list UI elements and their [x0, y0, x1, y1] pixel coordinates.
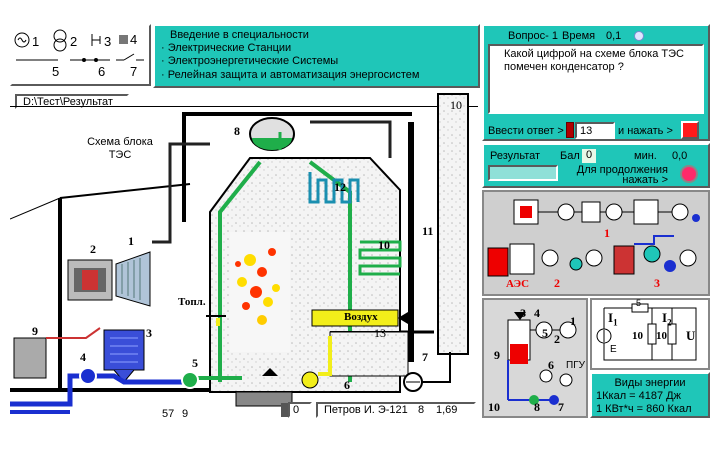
result-label: Результат — [490, 150, 541, 162]
scheme-num-2: 2 — [90, 242, 96, 256]
legend-2: 2 — [70, 34, 78, 49]
circuit-drawing — [596, 303, 697, 361]
thumb-tes-num: 1 — [604, 226, 610, 240]
specialty-menu: Введение в специальности · Электрические… — [153, 24, 480, 88]
thumb-3-num: 3 — [654, 276, 660, 290]
scheme-num-10: 10 — [378, 238, 390, 252]
pgu-num-1: 1 — [570, 314, 576, 328]
energy-title: Виды энергии — [614, 377, 686, 389]
scheme-num-9: 9 — [32, 324, 38, 338]
energy-line-1: 1Ккал = 4187 Дж — [596, 390, 681, 402]
scheme-num-5: 5 — [192, 356, 198, 370]
plant-types-drawing — [487, 199, 700, 277]
submit-answer-button[interactable] — [681, 121, 699, 139]
air-label: Воздух — [344, 311, 378, 323]
pgu-num-3: 3 — [520, 306, 526, 320]
scheme-num-10-chimney: 10 — [450, 98, 462, 112]
legend-symbols — [14, 29, 144, 62]
circuit-r10b: 10 — [656, 330, 667, 342]
pgu-num-6: 6 — [548, 358, 554, 372]
answer-spinner[interactable] — [566, 122, 574, 138]
min-label: мин. — [634, 150, 657, 162]
pgu-num-7: 7 — [558, 400, 564, 414]
scheme-num-4: 4 — [80, 350, 86, 364]
scheme-num-12: 12 — [334, 180, 346, 194]
legend-6: 6 — [98, 64, 106, 79]
tes-scheme-drawing — [9, 93, 478, 414]
answer-input[interactable]: 13 — [575, 122, 615, 139]
circuit-r10a: 10 — [632, 330, 643, 342]
scheme-num-6: 6 — [344, 378, 350, 392]
scheme-num-11: 11 — [422, 224, 434, 238]
legend-3: 3 — [104, 34, 112, 49]
time-label: Время — [562, 30, 596, 42]
scheme-num-3: 3 — [146, 326, 152, 340]
path-field: D:\Тест\Результат — [15, 94, 129, 109]
timer-icon — [634, 31, 644, 41]
fuel-label: Топл. — [178, 296, 206, 308]
result-progress-bar — [488, 165, 558, 181]
pgu-num-5: 5 — [542, 326, 548, 340]
legend-1: 1 — [32, 34, 40, 49]
min-value: 0,0 — [672, 150, 688, 162]
scheme-num-13: 13 — [374, 326, 386, 340]
menu-item-relay[interactable]: · Релейная защита и автоматизация энерго… — [161, 69, 420, 81]
score-label: Бал — [560, 150, 580, 162]
energy-panel[interactable]: Виды энергии 1Ккал = 4187 Дж 1 КВт*ч = 8… — [590, 372, 710, 418]
quiz-panel: Вопрос- 1 Время 0,1 Какой цифрой на схем… — [482, 24, 710, 141]
bottom-spinner-arrows[interactable] — [281, 403, 288, 417]
scheme-num-7: 7 — [422, 350, 428, 364]
legend-panel: 1 2 3 4 5 6 7 — [10, 24, 151, 86]
tes-scheme: Схема блока ТЭС Топл. Воздух 1 2 3 4 5 6… — [9, 92, 478, 427]
answer-label: Ввести ответ > — [488, 125, 564, 137]
pgu-panel[interactable]: 1 2 3 4 5 6 7 8 9 10 ПГУ — [482, 298, 588, 418]
bottom-left-counter-2: 9 — [182, 408, 189, 420]
question-box: Какой цифрой на схеме блока ТЭС помечен … — [488, 44, 704, 114]
circuit-r5: 5 — [636, 298, 642, 308]
circuit-e: E — [610, 344, 617, 355]
bottom-spinner-input[interactable]: 0 — [288, 402, 312, 418]
menu-item-systems[interactable]: · Электроэнергетические Системы — [161, 55, 339, 67]
legend-4: 4 — [130, 32, 138, 47]
score-value: 0 — [582, 149, 596, 163]
circuit-u: U — [686, 328, 696, 343]
result-panel: Результат Бал 0 мин. 0,0 Для продолжения… — [482, 143, 710, 188]
bottom-left-counter: 57 — [162, 408, 175, 420]
scheme-num-8: 8 — [234, 124, 240, 138]
pgu-drawing — [507, 312, 577, 405]
pgu-num-4: 4 — [534, 306, 540, 320]
pgu-num-9: 9 — [494, 348, 500, 362]
question-text: Какой цифрой на схеме блока ТЭС помечен … — [504, 48, 684, 73]
circuit-i2: I2 — [662, 310, 672, 328]
pgu-num-2: 2 — [554, 332, 560, 346]
pgu-num-10: 10 — [488, 400, 500, 414]
press-label: и нажать > — [618, 125, 673, 137]
legend-7: 7 — [130, 64, 138, 79]
continue-label: Для продолжения нажать > — [576, 164, 668, 186]
plant-types-panel[interactable]: 1 АЭС 2 3 — [482, 190, 710, 296]
menu-title: Введение в специальности — [170, 29, 309, 41]
pgu-num-8: 8 — [534, 400, 540, 414]
legend-5: 5 — [52, 64, 60, 79]
circuit-panel[interactable]: I1 I2 5 10 10 E U — [590, 298, 710, 370]
continue-button[interactable] — [680, 165, 698, 183]
scheme-num-1: 1 — [128, 234, 134, 248]
time-value: 0,1 — [606, 30, 622, 42]
question-label: Вопрос- 1 — [508, 30, 558, 42]
energy-line-2: 1 КВт*ч = 860 Ккал — [596, 403, 692, 415]
thumb-aes-num: 2 — [554, 276, 560, 290]
scheme-title: Схема блока ТЭС — [87, 136, 153, 161]
circuit-i1: I1 — [608, 310, 618, 328]
student-status-bar: Петров И. Э-121 8 1,69 — [316, 402, 476, 418]
furnace-flame — [235, 248, 280, 325]
menu-item-stations[interactable]: · Электрические Станции — [161, 42, 292, 54]
pgu-label: ПГУ — [566, 360, 585, 371]
thumb-aes-label: АЭС — [506, 278, 530, 290]
